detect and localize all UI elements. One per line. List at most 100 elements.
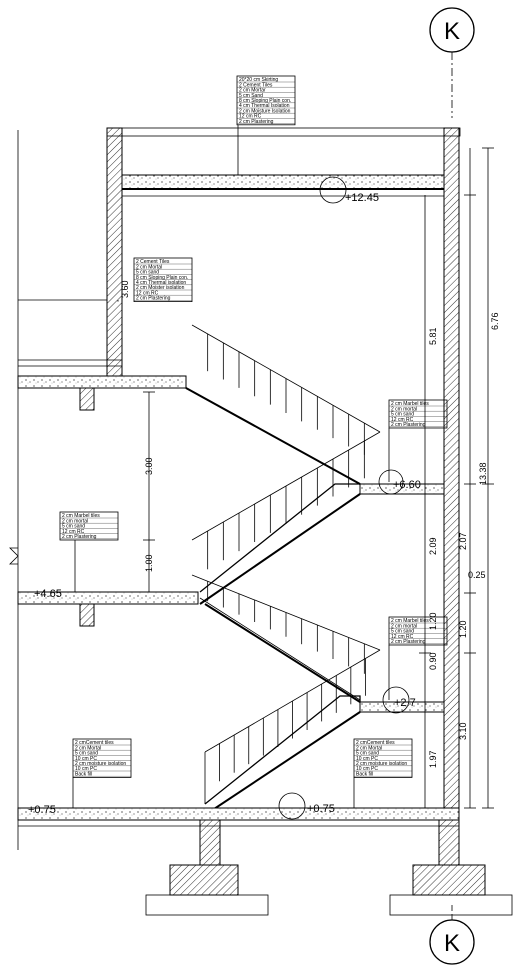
upper-beam [79, 387, 95, 411]
note-line: 2 cm mortal [62, 518, 88, 524]
dimension-chains-right [143, 147, 494, 809]
dim-0-90: 0.90 [428, 652, 438, 670]
note-line: 2 cm Mortar [239, 88, 266, 94]
dim-3-10: 3.10 [458, 722, 468, 740]
note-line: 2 Cement Tiles [239, 82, 273, 88]
note-line: 5 cm sand [136, 270, 159, 276]
note-line: 2 cm moisture isolation [75, 761, 126, 767]
note-line: 12 cm RC [391, 634, 414, 640]
note-line: 2 cm Plastering [391, 422, 426, 428]
note-line: 10 cm PC [75, 766, 97, 772]
note-line: 2 cm Mortal [356, 745, 382, 751]
note-line: 2 cm Mortal [136, 264, 162, 270]
note-line: 2 cm Marbel tiles [391, 618, 429, 624]
dim-2-09: 2.09 [428, 537, 438, 555]
level-ground-left: +0.75 [28, 804, 56, 816]
note-line: 2 cm Marbel tiles [391, 401, 429, 407]
dim-1-97: 1.97 [428, 750, 438, 768]
note-line: 20*20 cm Skirting [239, 77, 278, 83]
note-line: 2 cm Plastering [391, 639, 426, 645]
dim-2-07: 2.07 [458, 532, 468, 550]
note-line: 2 Cement Tiles [136, 259, 170, 265]
note-line: 2 cm mortal [391, 406, 417, 412]
note-line: 4 cm Thermal isolation [136, 280, 186, 286]
note-line: 2 cm moisture isolation [356, 761, 407, 767]
note-line: 2 cm Plastering [239, 119, 274, 125]
note-line: 5 cm sand [391, 412, 414, 418]
roof-slab [121, 174, 445, 190]
right-wall [443, 127, 460, 809]
note-line: 8 cm Sloping Plain con. [136, 275, 188, 281]
note-line: Back fill [75, 771, 92, 777]
roof-structure [106, 127, 461, 809]
note-line: 10 cm PC [356, 766, 378, 772]
note-line: 2 cmCement tiles [356, 740, 395, 746]
dim-3-60: 3.60 [120, 280, 130, 298]
note-line: 10 cm PC [75, 756, 97, 762]
footing-right [412, 864, 486, 896]
mid-beam [79, 603, 95, 627]
landing-upper-slab [359, 483, 445, 495]
note-line: 2 cm Plastering [62, 534, 97, 540]
note-line: 12 cm RC [136, 290, 159, 296]
foundation-wall-right [438, 819, 460, 866]
dim-5-81: 5.81 [428, 327, 438, 345]
note-line: 5 cm sand [75, 751, 98, 757]
lean-concrete-left [145, 894, 269, 916]
dimension-texts: 6.76 13.38 0.25 5.81 2.07 1.20 3.10 2.09… [120, 280, 500, 768]
note-line: 12 cm RC [239, 114, 262, 120]
note-line: 12 cm RC [62, 529, 85, 535]
mid-left-slab [17, 591, 199, 605]
level-left-floor: +4.65 [34, 588, 62, 600]
level-top: +12.45 [345, 192, 379, 204]
level-landing-lower: +2.7 [394, 697, 416, 709]
note-line: 2 cm Mortal [75, 745, 101, 751]
axis-marker-bottom: K [429, 919, 475, 965]
landing-lower-slab [359, 701, 445, 713]
left-upper-wall [106, 127, 123, 379]
balusters [207, 333, 366, 782]
dim-3-00: 3.00 [144, 457, 154, 475]
dim-0-25: 0.25 [468, 570, 486, 580]
note-line: 2 cmCement tiles [75, 740, 114, 746]
level-markers: +12.45 +6.60 +4.65 +2.7 +0.75 +0.75 [28, 176, 421, 820]
break-line [9, 547, 19, 565]
dim-6-76: 6.76 [490, 312, 500, 330]
note-line: 2 cm Plastering [136, 296, 171, 302]
note-line: 12 cm RC [391, 417, 414, 423]
lean-concrete-right [389, 894, 513, 916]
footing-left [169, 864, 239, 896]
note-line: 10 cm PC [356, 756, 378, 762]
axis-label-top: K [444, 18, 460, 45]
stair-flight-4 [185, 324, 381, 485]
upper-left-slab [17, 375, 187, 389]
dim-1-20-mid: 1.20 [428, 612, 438, 630]
ground-slab [17, 807, 460, 821]
ground-floor [17, 807, 513, 916]
level-ground-mid: +0.75 [307, 803, 335, 815]
note-line: 5 cm sand [356, 751, 379, 757]
note-line: Back fill [356, 771, 373, 777]
note-line: 2 cm Moisture Isolation [239, 108, 291, 114]
note-line: 5 cm sand [391, 629, 414, 635]
foundation-wall-left [199, 819, 221, 866]
note-line: 4 cm Thermal Isolation [239, 103, 290, 109]
adjacent-building [9, 130, 199, 850]
note-line: 2 cm Marbel tiles [62, 513, 100, 519]
stair-flight-2 [191, 574, 381, 703]
note-line: 2 cm Moister isolation [136, 285, 185, 291]
note-line: 8 cm Sloping Plain con. [239, 98, 291, 104]
note-line: 5 cm sand [62, 524, 85, 530]
note-line: 5 cm Sand [239, 93, 263, 99]
dim-1-00: 1.00 [144, 554, 154, 572]
note-line: 2 cm mortal [391, 623, 417, 629]
level-landing-upper: +6.60 [393, 479, 421, 491]
